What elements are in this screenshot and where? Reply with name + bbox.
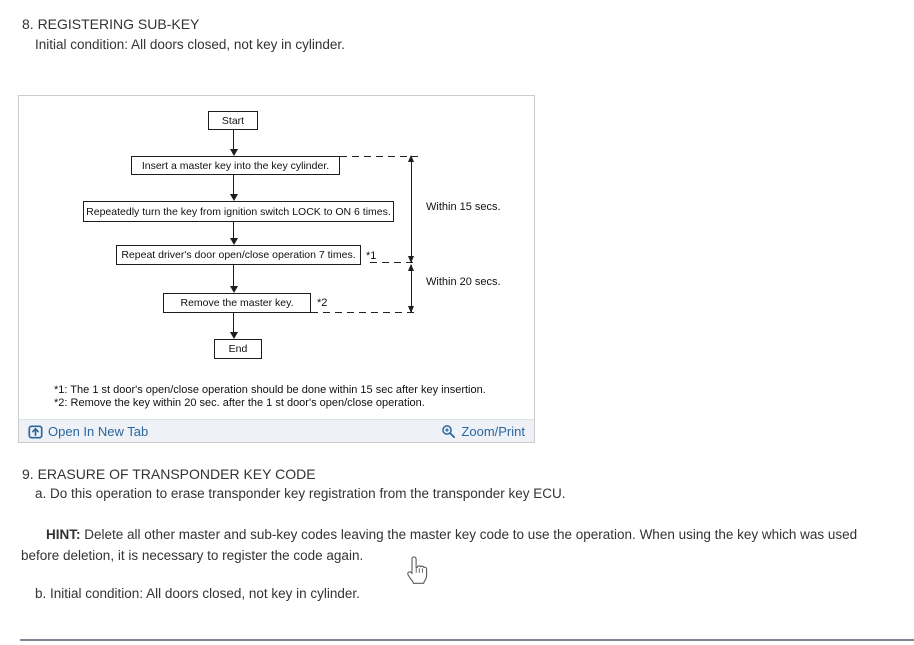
section9-heading: 9. ERASURE OF TRANSPONDER KEY CODE [22, 466, 316, 482]
open-in-new-tab-icon [28, 424, 43, 439]
dashed-leader-line [340, 156, 418, 157]
open-in-new-tab-label: Open In New Tab [48, 423, 149, 439]
section8-initial-condition: Initial condition: All doors closed, not… [35, 37, 345, 52]
flow-node-turn: Repeatedly turn the key from ignition sw… [83, 201, 394, 222]
flow-arrow [229, 222, 238, 245]
timing-label-20s: Within 20 secs. [426, 276, 501, 288]
hint-label: HINT: [46, 527, 81, 542]
timing-label-15s: Within 15 secs. [426, 201, 501, 213]
flow-node-end: End [214, 339, 262, 359]
open-in-new-tab-link[interactable]: Open In New Tab [28, 424, 148, 439]
zoom-print-link[interactable]: Zoom/Print [441, 424, 525, 439]
dimension-line-15s [408, 155, 414, 263]
flow-node-insert: Insert a master key into the key cylinde… [131, 156, 340, 175]
flow-node-start: Start [208, 111, 258, 130]
section9-item-b: b. Initial condition: All doors closed, … [35, 586, 360, 601]
hint-paragraph: HINT: Delete all other master and sub-ke… [21, 525, 895, 566]
ref-1: *1 [366, 250, 377, 262]
footnote-2: *2: Remove the key within 20 sec. after … [54, 397, 425, 409]
flow-arrow [229, 313, 238, 339]
figure-panel: Start Insert a master key into the key c… [18, 95, 535, 443]
zoom-print-label: Zoom/Print [461, 423, 525, 439]
dimension-line-20s [408, 264, 414, 313]
section9-item-a: a. Do this operation to erase transponde… [35, 486, 566, 501]
ref-2: *2 [317, 297, 328, 309]
flow-arrow [229, 265, 238, 293]
figure-toolbar: Open In New Tab Zoom/Print [19, 419, 534, 442]
flow-node-remove: Remove the master key. [163, 293, 311, 313]
hint-text: Delete all other master and sub-key code… [21, 527, 858, 563]
zoom-in-icon [441, 424, 456, 439]
section8-heading: 8. REGISTERING SUB-KEY [22, 16, 200, 32]
flow-node-door: Repeat driver's door open/close operatio… [116, 245, 361, 265]
dashed-leader-line [311, 312, 418, 313]
flow-arrow [229, 130, 238, 156]
page-divider [20, 639, 914, 641]
flow-arrow [229, 175, 238, 201]
dashed-leader-line [370, 262, 418, 263]
footnote-1: *1: The 1 st door's open/close operation… [54, 384, 486, 396]
